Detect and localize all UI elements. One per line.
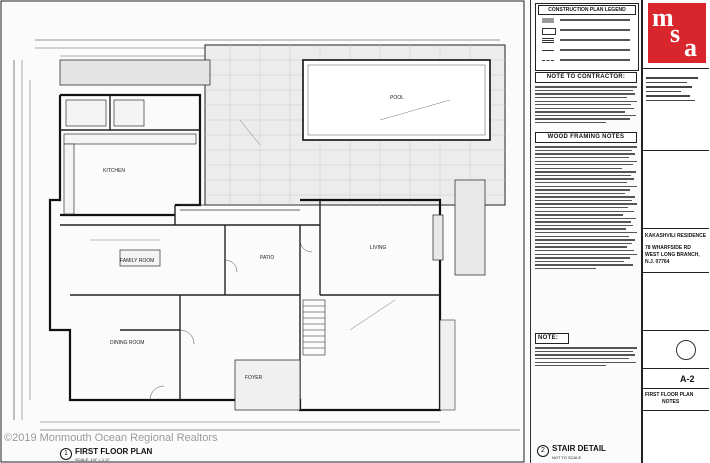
watermark: ©2019 Monmouth Ocean Regional Realtors bbox=[4, 432, 218, 444]
address-line-3: N.J. 07764 bbox=[645, 259, 670, 265]
sheet-number: A-2 bbox=[680, 374, 695, 384]
view-scale-floor-plan: SCALE: 1/4" = 1'-0" bbox=[75, 457, 110, 462]
legend-box: CONSTRUCTION PLAN LEGEND bbox=[535, 3, 639, 71]
contractor-notes-title: NOTE TO CONTRACTOR: bbox=[535, 72, 637, 83]
legend-swatch-1 bbox=[542, 18, 554, 23]
title-block-divider-3 bbox=[643, 228, 709, 229]
general-notes-body bbox=[535, 345, 637, 369]
legend-swatch-2 bbox=[542, 28, 556, 35]
title-block-divider-6 bbox=[643, 368, 709, 369]
room-label-family: FAMILY ROOM bbox=[120, 258, 155, 264]
legend-swatch-4 bbox=[542, 50, 554, 51]
logo-letter-m: m bbox=[652, 3, 674, 32]
north-arrow-icon bbox=[676, 340, 696, 360]
legend-text-4 bbox=[560, 49, 630, 51]
title-block-divider-4 bbox=[643, 272, 709, 273]
view-title-stair-detail: STAIR DETAIL bbox=[552, 444, 606, 453]
floor-plan-drawing bbox=[0, 0, 525, 463]
view-scale-stair-detail: NOT TO SCALE bbox=[552, 455, 582, 460]
room-label-living: LIVING bbox=[370, 245, 387, 251]
logo-letter-a: a bbox=[684, 33, 697, 62]
room-label-pool: POOL bbox=[390, 95, 404, 101]
sheet-subtitle: NOTES bbox=[662, 399, 680, 405]
logo-letter-s: s bbox=[670, 19, 681, 48]
notes-column: CONSTRUCTION PLAN LEGEND NOTE TO CONTRAC… bbox=[530, 0, 641, 463]
legend-text-5 bbox=[560, 59, 630, 61]
legend-swatch-3 bbox=[542, 38, 554, 43]
firm-logo: m s a bbox=[648, 3, 706, 63]
firm-info-lines bbox=[646, 74, 704, 104]
room-label-dining: DINING ROOM bbox=[110, 340, 145, 346]
address-line-2: WEST LONG BRANCH, bbox=[645, 252, 700, 258]
title-block-divider-2 bbox=[643, 150, 709, 151]
contractor-notes-body bbox=[535, 84, 637, 126]
general-notes-title: NOTE: bbox=[535, 333, 569, 344]
framing-notes-body bbox=[535, 144, 637, 271]
view-number-2: 2 bbox=[537, 445, 549, 457]
address-line-1: 78 WHARFSIDE RD bbox=[645, 245, 691, 251]
view-title-floor-plan: FIRST FLOOR PLAN bbox=[75, 447, 153, 456]
room-label-patio: PATIO bbox=[260, 255, 275, 261]
legend-swatch-5 bbox=[542, 60, 554, 62]
sheet-title: FIRST FLOOR PLAN bbox=[645, 392, 694, 398]
first-floor-plan: KITCHEN FAMILY ROOM PATIO POOL LIVING DI… bbox=[0, 0, 525, 463]
legend-text-2 bbox=[560, 29, 630, 31]
legend-text-3 bbox=[560, 39, 630, 41]
legend-text-1 bbox=[560, 19, 630, 21]
project-name: KAKASHVILI RESIDENCE bbox=[645, 233, 707, 239]
title-block-divider-8 bbox=[643, 410, 709, 411]
title-block-divider-7 bbox=[643, 388, 709, 389]
framing-notes-title: WOOD FRAMING NOTES bbox=[535, 132, 637, 143]
view-number-1: 1 bbox=[60, 448, 72, 460]
title-block-divider-5 bbox=[643, 330, 709, 331]
title-block-divider-1 bbox=[643, 68, 709, 69]
room-label-foyer: FOYER bbox=[245, 375, 263, 381]
legend-title: CONSTRUCTION PLAN LEGEND bbox=[538, 5, 636, 15]
room-label-kitchen: KITCHEN bbox=[103, 168, 125, 174]
